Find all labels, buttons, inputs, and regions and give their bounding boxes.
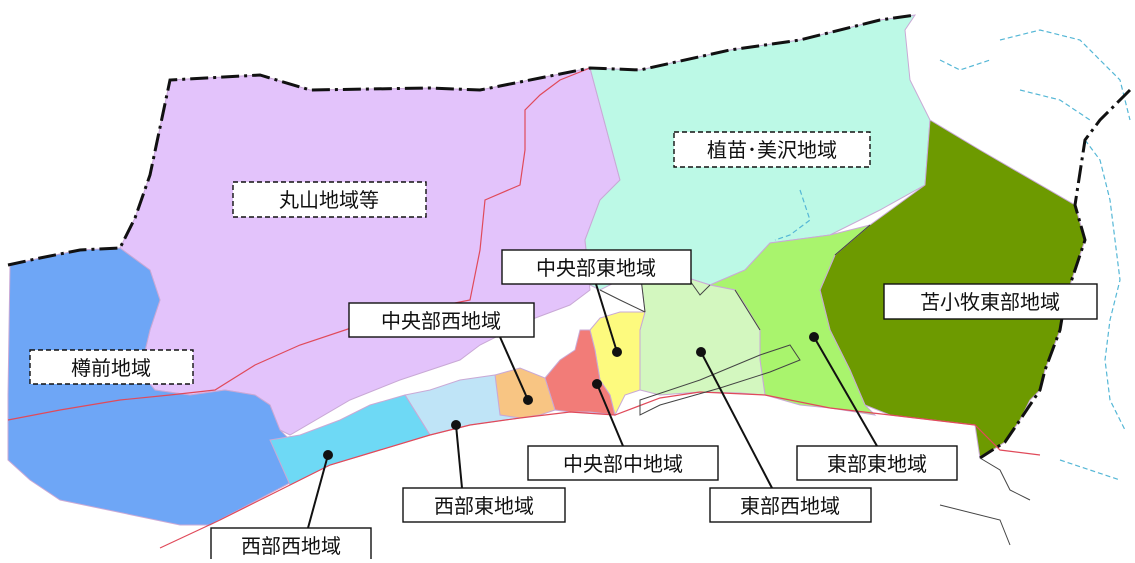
- label-central-middle: 中央部中地域: [527, 379, 719, 481]
- svg-text:中央部中地域: 中央部中地域: [563, 452, 683, 476]
- svg-text:東部西地域: 東部西地域: [740, 494, 840, 518]
- label-tarumae: 樽前地域: [29, 349, 194, 385]
- label-west-east: 西部東地域: [402, 420, 566, 523]
- svg-text:西部西地域: 西部西地域: [241, 534, 341, 558]
- svg-text:中央部西地域: 中央部西地域: [381, 309, 501, 333]
- label-tomakomai-east: 苫小牧東部地域: [883, 283, 1098, 320]
- svg-text:中央部東地域: 中央部東地域: [536, 256, 656, 280]
- label-central-east: 中央部東地域: [501, 249, 692, 357]
- svg-text:東部東地域: 東部東地域: [827, 452, 927, 476]
- label-uenae-misawa: 植苗･美沢地域: [673, 131, 871, 168]
- svg-text:丸山地域等: 丸山地域等: [279, 188, 379, 212]
- label-central-west: 中央部西地域: [348, 302, 535, 405]
- region-tarumae[interactable]: [7, 247, 306, 526]
- svg-text:植苗･美沢地域: 植苗･美沢地域: [707, 138, 837, 162]
- label-maruyama: 丸山地域等: [232, 181, 427, 218]
- svg-text:西部東地域: 西部東地域: [434, 494, 534, 518]
- label-west-west: 西部西地域: [210, 450, 372, 563]
- label-east-east: 東部東地域: [796, 332, 958, 481]
- label-east-west: 東部西地域: [696, 347, 872, 523]
- svg-text:苫小牧東部地域: 苫小牧東部地域: [920, 290, 1060, 314]
- svg-text:樽前地域: 樽前地域: [71, 356, 151, 380]
